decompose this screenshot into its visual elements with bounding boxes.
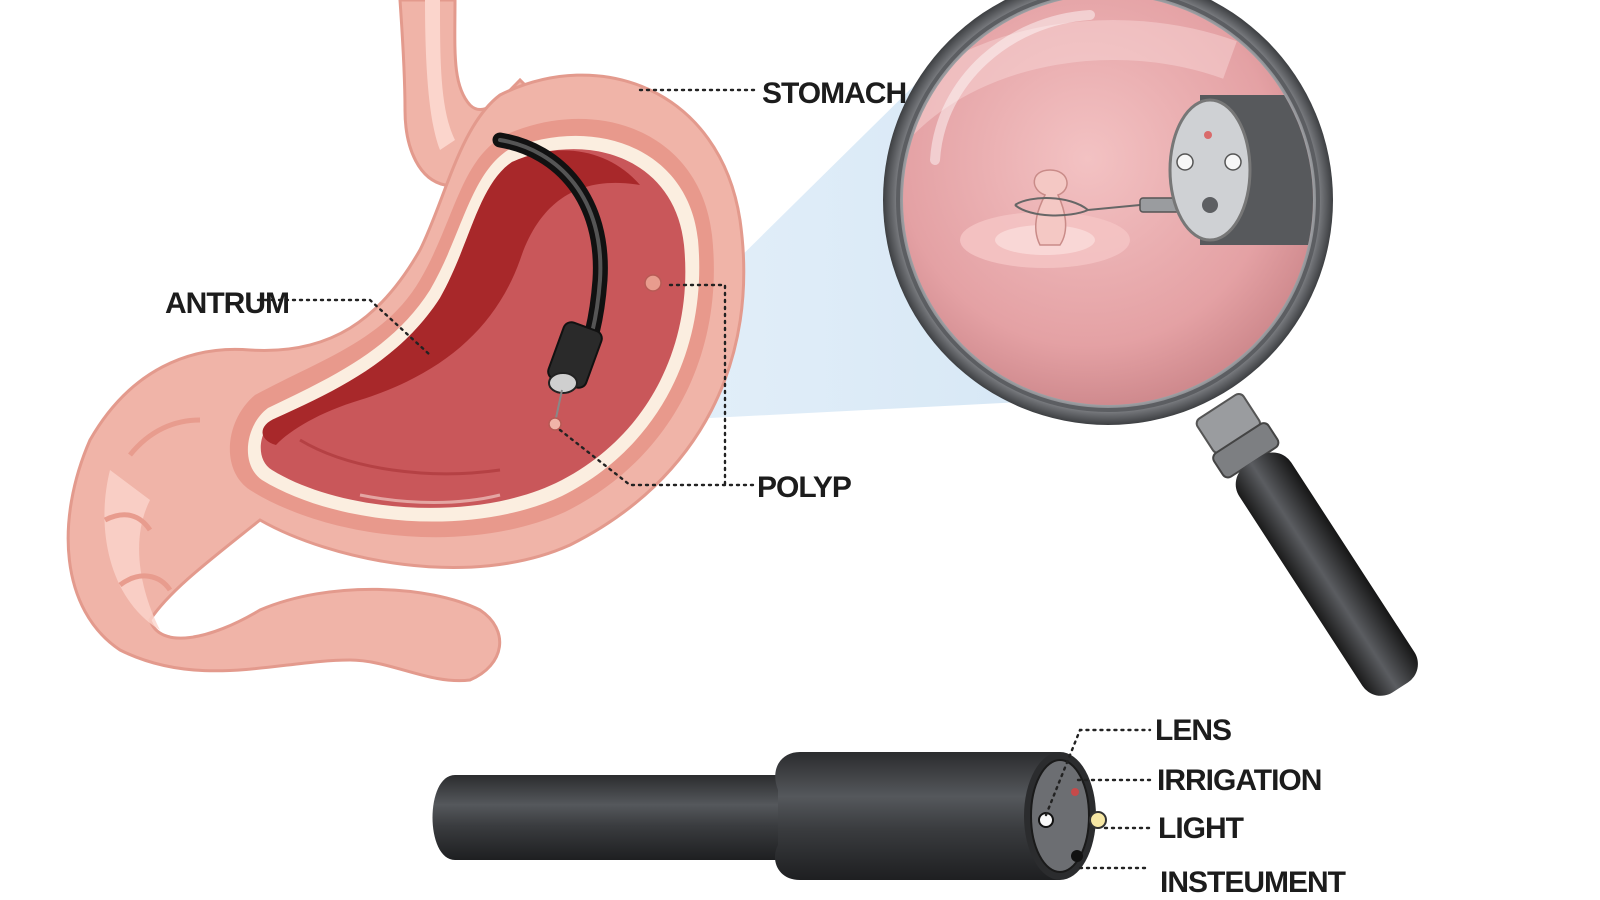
label-irrigation: IRRIGATION — [1157, 764, 1321, 797]
label-antrum: ANTRUM — [165, 287, 289, 320]
label-lens: LENS — [1155, 714, 1231, 747]
label-instrument: INSTEUMENT — [1160, 866, 1346, 899]
leader-lines — [256, 88, 1154, 870]
endoscope-tip-icon — [432, 752, 1107, 880]
label-light: LIGHT — [1158, 812, 1244, 845]
magnified-view — [903, 20, 1313, 268]
instrument-channel — [1071, 850, 1083, 862]
magnifying-glass-icon — [883, 0, 1418, 696]
polyp-target — [548, 417, 562, 431]
light-port — [1089, 811, 1107, 829]
endoscope-tip-in-stomach — [547, 321, 603, 419]
label-stomach: STOMACH — [762, 77, 906, 110]
stomach-illustration — [66, 0, 746, 683]
polyp-small — [644, 274, 662, 292]
label-polyp: POLYP — [757, 471, 851, 504]
irrigation-port — [1071, 788, 1079, 796]
